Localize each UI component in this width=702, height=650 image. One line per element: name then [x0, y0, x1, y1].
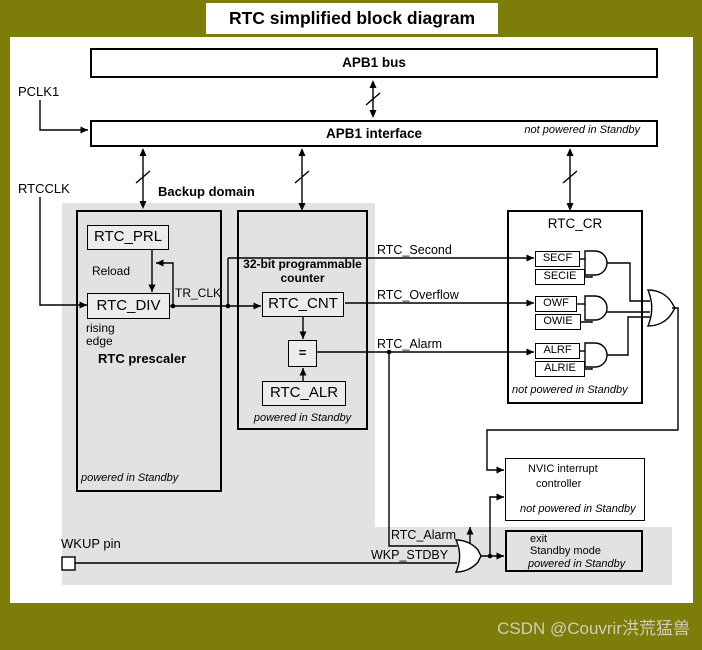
rtc-alarm-wakeup-label: RTC_Alarm: [391, 528, 457, 542]
rtcclk-wire: [39, 197, 87, 309]
owie-flag: OWIE: [535, 314, 581, 330]
alrf-flag: ALRF: [535, 343, 580, 359]
exit-standby-box: exit Standby mode powered in Standby: [505, 530, 643, 572]
secf-flag: SECF: [535, 251, 580, 267]
prescaler-box: [76, 210, 222, 492]
counter-title-line1: 32-bit programmable: [243, 257, 362, 271]
backup-domain-label: Backup domain: [158, 184, 255, 199]
or-gate-wakeup: [454, 539, 482, 573]
wkup-pin-square: [61, 556, 76, 571]
pclk1-wire: [39, 100, 88, 134]
wkp-stdby-label: WKP_STDBY: [371, 548, 449, 562]
apb1-bus-label: APB1 bus: [342, 55, 406, 70]
exit-standby-line1: exit: [530, 533, 548, 545]
bus-width-slash: [365, 92, 381, 106]
rtc-cnt-register: RTC_CNT: [262, 292, 344, 317]
exit-standby-line2: Standby mode: [530, 545, 601, 557]
apb1-interface-box: APB1 interface: [90, 120, 658, 147]
rtc-alarm-label: RTC_Alarm: [377, 337, 443, 351]
prescaler-note: powered in Standby: [81, 472, 179, 484]
nvic-note: not powered in Standby: [520, 503, 636, 515]
apb1-interface-note: not powered in Standby: [524, 124, 640, 136]
trclk-label: TR_CLK: [175, 286, 222, 300]
bus-interface-arrow: [365, 80, 381, 118]
counter-box: [237, 210, 368, 430]
rtccr-title: RTC_CR: [547, 216, 603, 231]
owf-flag: OWF: [535, 296, 577, 312]
wkup-wire: [61, 556, 457, 571]
rtc-overflow-label: RTC_Overflow: [377, 288, 459, 302]
pclk1-label: PCLK1: [18, 84, 60, 99]
and-gate-sec: [584, 250, 608, 276]
apb1-bus-box: APB1 bus: [90, 48, 658, 78]
compare-equals-box: =: [288, 340, 317, 367]
nvic-label-line2: controller: [536, 478, 582, 490]
interface-counter-arrow: [294, 148, 310, 211]
bus-width-slash: [135, 170, 151, 184]
wakeup-out-wires: [481, 493, 504, 560]
wkup-pin-label: WKUP pin: [61, 536, 121, 551]
interface-rtccr-arrow: [562, 148, 578, 211]
rising-edge-label-1: rising: [86, 321, 115, 335]
nvic-box: NVIC interrupt controller not powered in…: [505, 458, 645, 521]
page-title: RTC simplified block diagram: [206, 3, 498, 34]
rtc-second-label: RTC_Second: [377, 243, 452, 257]
reload-label: Reload: [92, 264, 131, 278]
bus-width-slash: [562, 170, 578, 184]
and-gate-feeders: [577, 258, 593, 370]
interface-prescaler-arrow: [135, 148, 151, 209]
rtccr-box: [507, 210, 643, 404]
apb1-interface-label: APB1 interface: [325, 126, 423, 141]
counter-title: 32-bit programmable counter: [239, 257, 366, 285]
counter-note: powered in Standby: [253, 412, 352, 424]
alrie-flag: ALRIE: [535, 361, 585, 377]
trclk-wire: [170, 258, 261, 310]
or-gate-interrupt: [646, 289, 676, 327]
rtc-div-register: RTC_DIV: [87, 293, 170, 319]
prescaler-title: RTC prescaler: [98, 351, 187, 366]
rtcclk-label: RTCCLK: [18, 181, 70, 196]
and-gate-alr: [584, 342, 608, 368]
nvic-label-line1: NVIC interrupt: [528, 463, 598, 475]
secie-flag: SECIE: [535, 269, 585, 285]
rising-edge-label-2: edge: [86, 334, 113, 348]
and-gate-ow: [584, 295, 608, 321]
watermark: CSDN @Couvrir洪荒猛兽: [497, 619, 690, 638]
rtc-alarm-wire: [316, 348, 534, 547]
rtc-alr-register: RTC_ALR: [262, 381, 346, 406]
rtc-prl-register: RTC_PRL: [87, 225, 169, 250]
bus-width-slash: [294, 170, 310, 184]
exit-standby-note: powered in Standby: [528, 558, 626, 570]
or-to-nvic-wire: [486, 307, 679, 474]
rtccr-note: not powered in Standby: [512, 384, 628, 396]
counter-title-line2: counter: [280, 271, 325, 285]
